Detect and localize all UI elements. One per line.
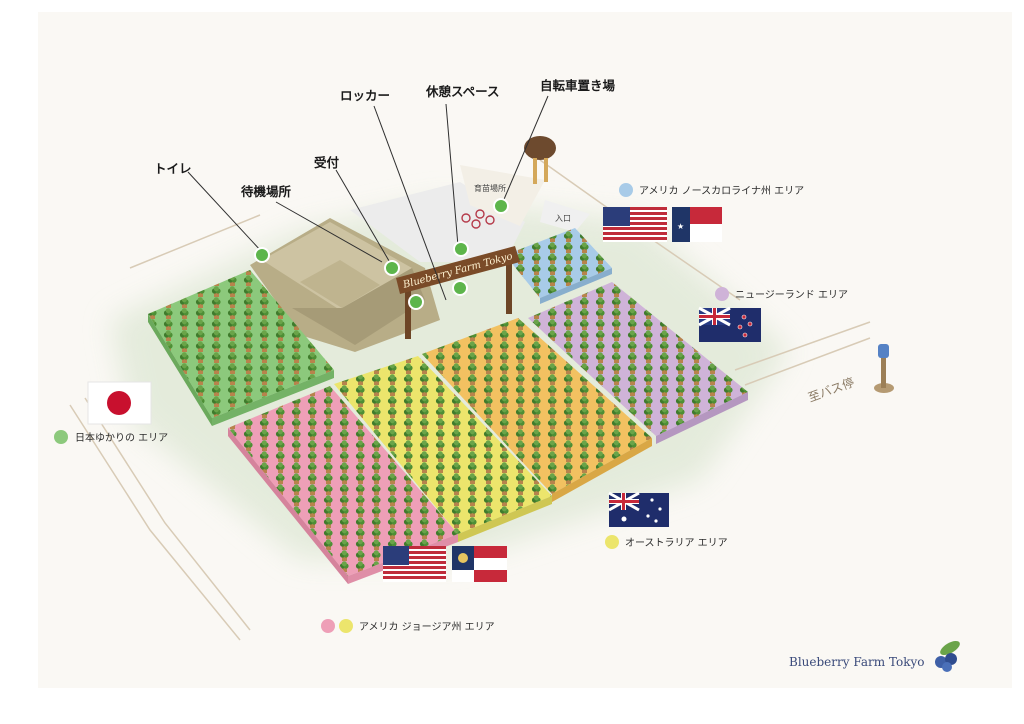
georgia-flag-icon xyxy=(452,546,507,582)
australia-flag-icon xyxy=(608,491,669,527)
marker-waiting-area[interactable] xyxy=(408,294,424,310)
marker-bicycle-parking[interactable] xyxy=(493,198,509,214)
label-rest-space: 休憩スペース xyxy=(425,84,500,99)
label-toilet: トイレ xyxy=(154,161,192,176)
plot-japan xyxy=(148,270,334,426)
plot-georgia-pink xyxy=(228,386,458,584)
leader-lines xyxy=(187,95,549,301)
marker-toilet[interactable] xyxy=(254,247,270,263)
area-label-georgia: アメリカ ジョージア州 エリア xyxy=(359,621,495,633)
bicycle-icon xyxy=(461,209,495,229)
marker-rest-space[interactable] xyxy=(453,241,469,257)
label-reception: 受付 xyxy=(314,155,340,170)
label-bicycle-parking: 自転車置き場 xyxy=(540,78,616,93)
farm-building xyxy=(250,165,590,352)
brand-name: Blueberry Farm Tokyo xyxy=(789,655,925,669)
bus-stop-post xyxy=(874,344,894,393)
label-nursery: 育苗場所 xyxy=(474,183,506,193)
label-locker: ロッカー xyxy=(340,88,390,103)
new-zealand-flag-icon xyxy=(698,306,761,342)
plot-georgia-yellow xyxy=(334,356,552,542)
plot-new-zealand xyxy=(528,282,748,444)
facility-markers xyxy=(254,198,509,310)
area-label-new-zealand: ニュージーランド エリア xyxy=(735,289,848,301)
label-entrance: 入口 xyxy=(555,214,571,223)
legend-dot-japan xyxy=(54,430,68,444)
japan-flag-icon xyxy=(87,381,152,425)
area-label-north-carolina: アメリカ ノースカロライナ州 エリア xyxy=(639,185,804,197)
marker-locker[interactable] xyxy=(452,280,468,296)
wooden-signpost xyxy=(524,136,556,184)
north-carolina-flag-icon: ★ xyxy=(672,207,722,242)
plot-australia xyxy=(422,318,652,502)
svg-text:★: ★ xyxy=(677,222,684,231)
plot-north-carolina xyxy=(505,228,612,304)
area-label-australia: オーストラリア エリア xyxy=(625,537,728,549)
blueberry-logo-icon xyxy=(935,641,960,672)
entrance-gate xyxy=(396,246,520,339)
legend-dot-georgia-yellow xyxy=(339,619,353,633)
legend-dot-australia xyxy=(605,535,619,549)
usa-flag-icon xyxy=(603,207,667,242)
legend-dot-georgia-pink xyxy=(321,619,335,633)
legend-dot-north-carolina xyxy=(619,183,633,197)
legend-dot-new-zealand xyxy=(715,287,729,301)
area-label-japan: 日本ゆかりの エリア xyxy=(75,431,168,444)
label-waiting-area: 待機場所 xyxy=(241,184,292,199)
marker-reception[interactable] xyxy=(384,260,400,276)
usa-flag-icon xyxy=(383,546,446,582)
